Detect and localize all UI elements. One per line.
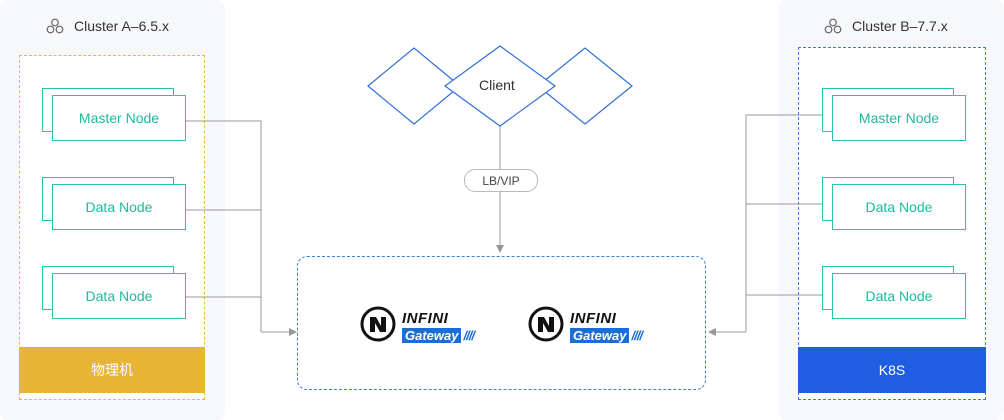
cluster-a-data-node-2: Data Node bbox=[42, 266, 186, 319]
cluster-a-footer: 物理机 bbox=[19, 347, 205, 393]
cluster-a-header: Cluster A–6.5.x bbox=[46, 16, 169, 36]
cluster-icon bbox=[46, 18, 64, 34]
cluster-a-title: Cluster A–6.5.x bbox=[74, 18, 169, 34]
logo-product: Gateway bbox=[570, 327, 630, 343]
cluster-b-header: Cluster B–7.7.x bbox=[824, 16, 948, 36]
logo-stripes: //// bbox=[463, 327, 474, 343]
logo-product: Gateway bbox=[402, 327, 462, 343]
lb-vip-label: LB/VIP bbox=[464, 169, 538, 192]
client-diamond-right bbox=[537, 47, 633, 125]
infini-logo-mark-icon bbox=[528, 306, 564, 347]
cluster-a-data-node-1: Data Node bbox=[42, 177, 186, 230]
node-label: Data Node bbox=[52, 184, 186, 230]
cluster-b-title: Cluster B–7.7.x bbox=[852, 18, 948, 34]
infini-logo-mark-icon bbox=[360, 306, 396, 347]
node-label: Master Node bbox=[52, 95, 186, 141]
node-label: Data Node bbox=[832, 184, 966, 230]
cluster-b-data-node-2: Data Node bbox=[822, 266, 966, 319]
cluster-b-master-node: Master Node bbox=[822, 88, 966, 141]
connector-a-master bbox=[186, 120, 262, 332]
connector-b-master bbox=[745, 114, 822, 332]
cluster-b-footer: K8S bbox=[798, 347, 986, 393]
client-diamond-center bbox=[443, 45, 557, 127]
node-label: Data Node bbox=[52, 273, 186, 319]
cluster-b-data-node-1: Data Node bbox=[822, 177, 966, 230]
gateway-box bbox=[297, 256, 706, 390]
gateway-logo-1: INFINI Gateway //// bbox=[360, 306, 475, 347]
cluster-icon bbox=[824, 18, 842, 34]
logo-stripes: //// bbox=[631, 327, 642, 343]
logo-brand: INFINI bbox=[402, 309, 449, 327]
logo-brand: INFINI bbox=[570, 309, 617, 327]
cluster-a-master-node: Master Node bbox=[42, 88, 186, 141]
node-label: Master Node bbox=[832, 95, 966, 141]
client-label: Client bbox=[479, 77, 515, 93]
node-label: Data Node bbox=[832, 273, 966, 319]
gateway-logo-2: INFINI Gateway //// bbox=[528, 306, 643, 347]
